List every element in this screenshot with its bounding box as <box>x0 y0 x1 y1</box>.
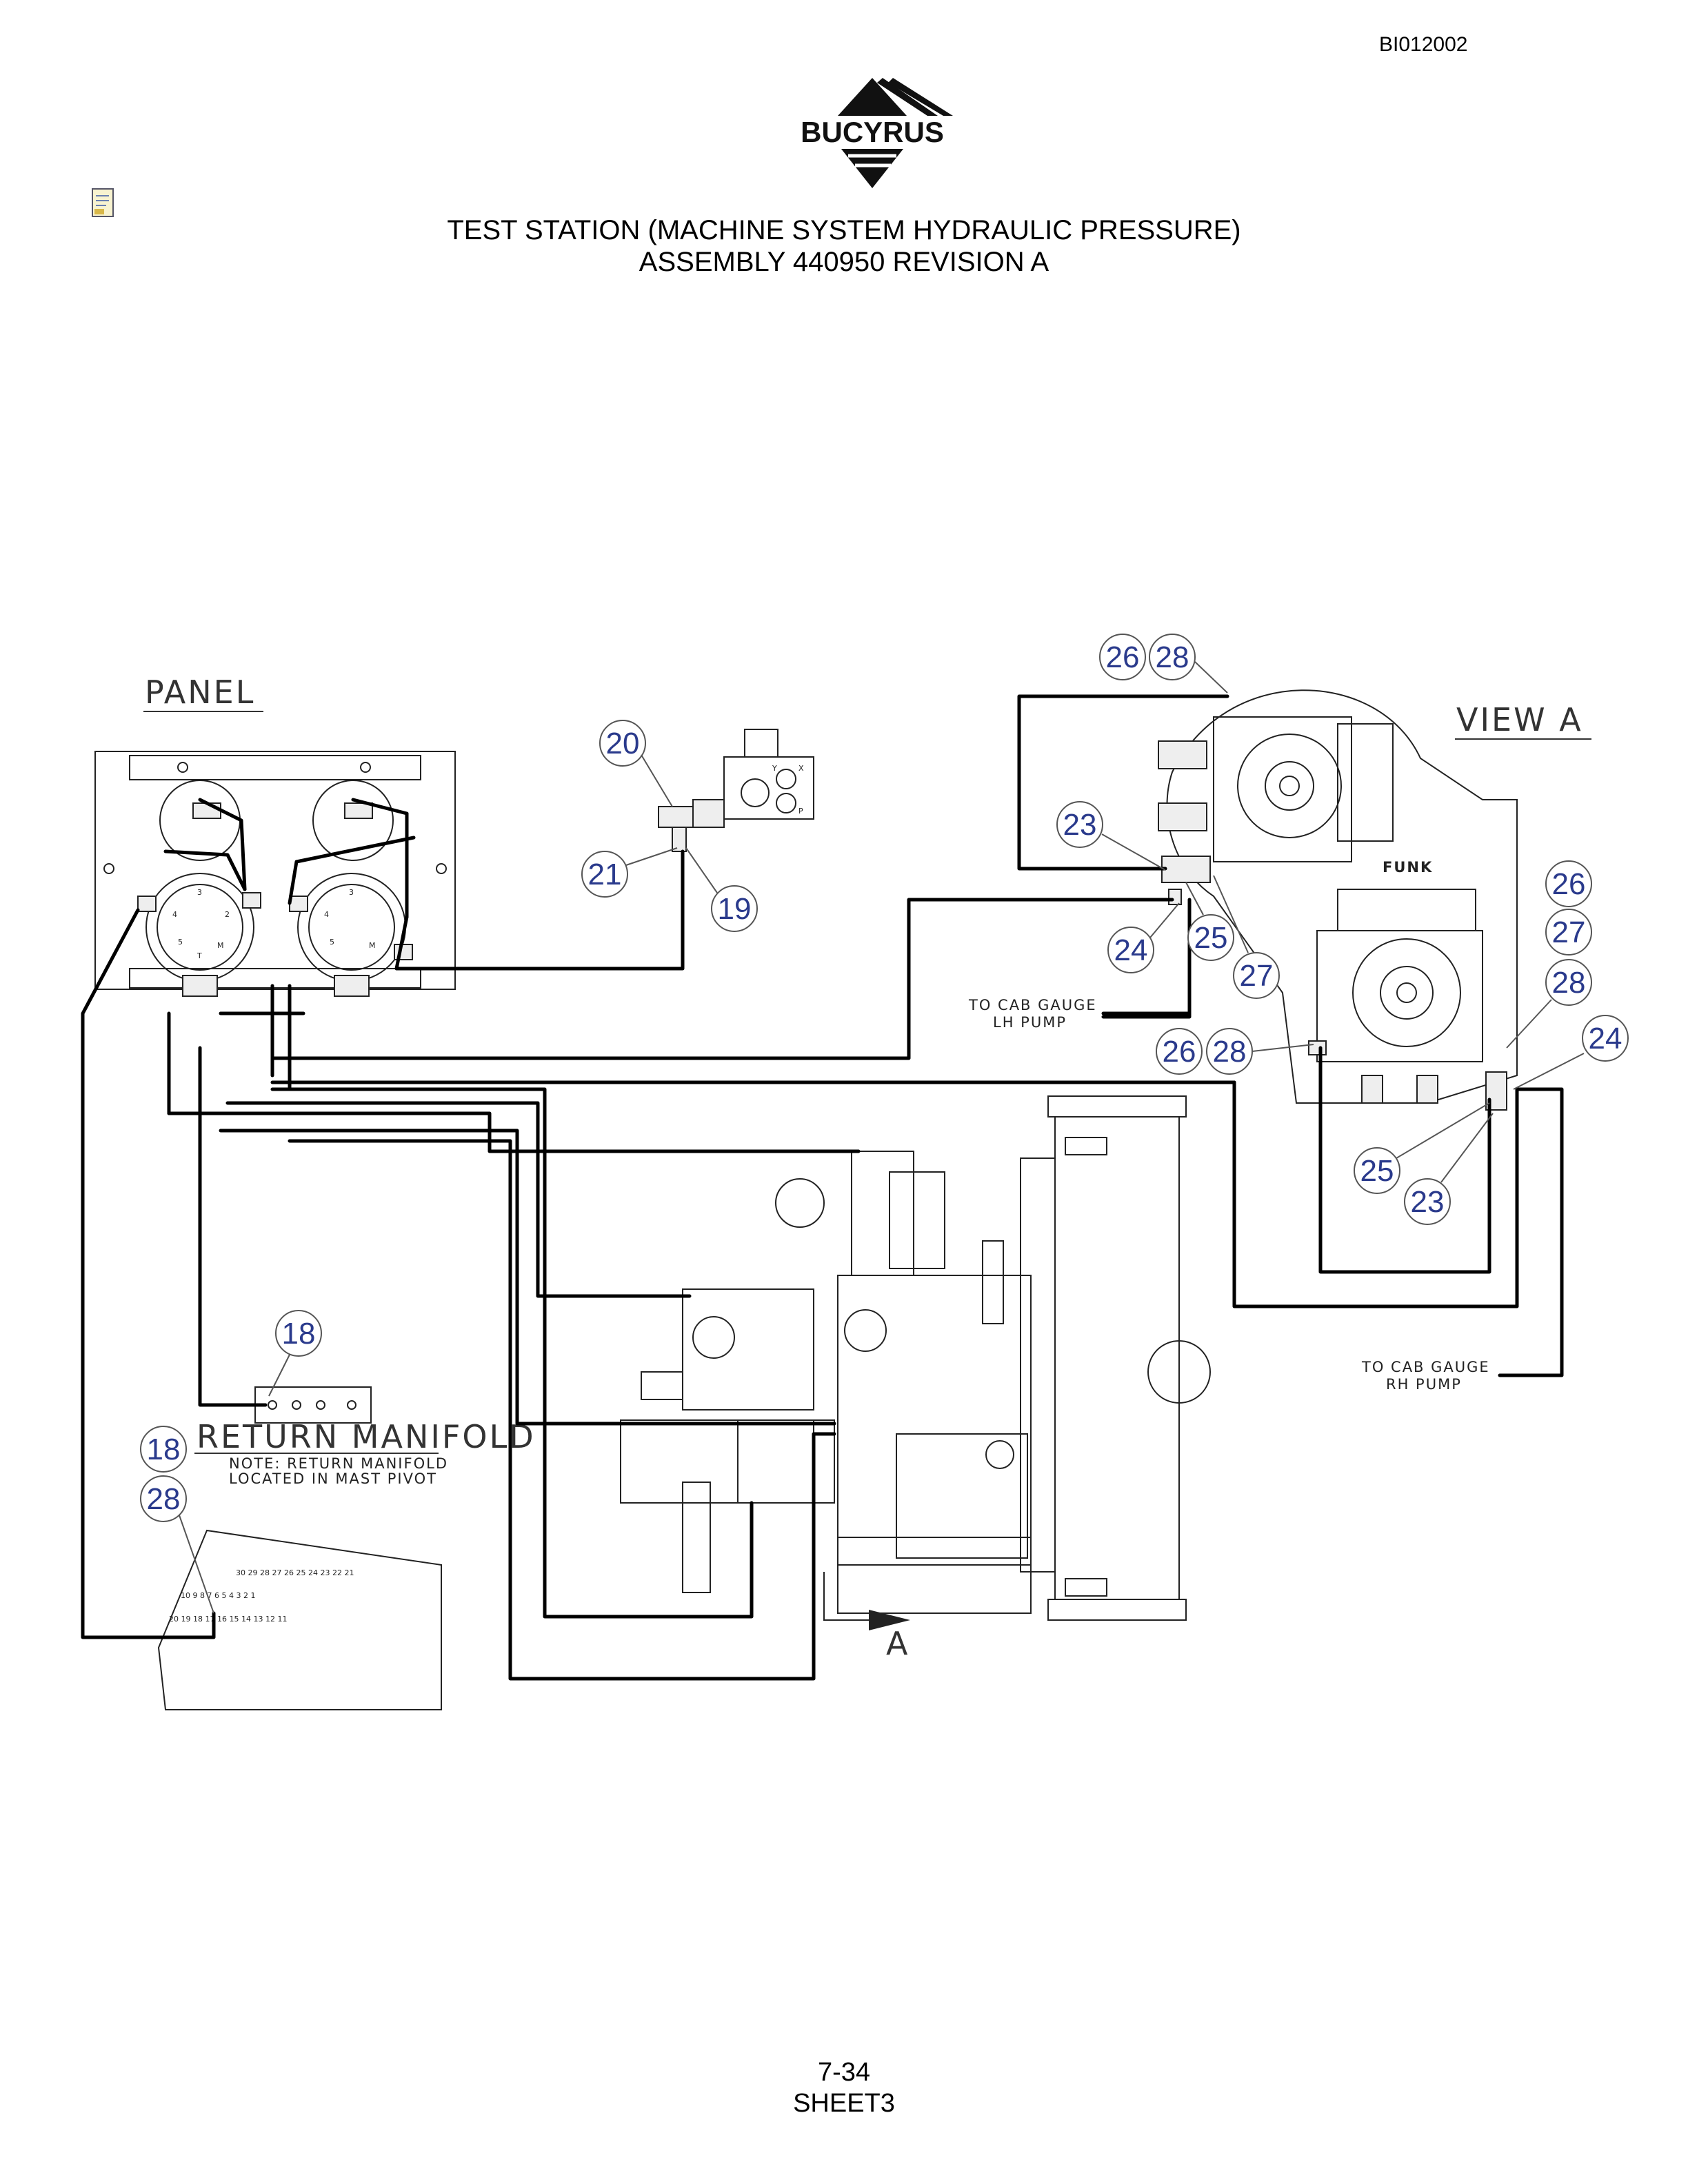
port-y-label: Y <box>772 764 777 773</box>
lh-note-line1: TO CAB GAUGE <box>968 997 1097 1013</box>
callout-21: 21 <box>588 858 622 891</box>
callout-28-right: 28 <box>1552 966 1586 1000</box>
shutoff-valve-assembly: Y X P <box>658 729 814 852</box>
return-manifold: RETURN MANIFOLD NOTE: RETURN MANIFOLD LO… <box>194 1386 536 1487</box>
svg-text:2: 2 <box>225 910 230 919</box>
svg-text:5: 5 <box>178 938 183 947</box>
callout-26-mid: 26 <box>1163 1035 1196 1069</box>
callout-25-upper: 25 <box>1194 921 1228 955</box>
callout-18-note: 18 <box>147 1433 181 1466</box>
callout-24-right: 24 <box>1589 1022 1622 1055</box>
callout-26-right: 26 <box>1552 867 1586 901</box>
svg-text:M: M <box>217 941 224 950</box>
gauge-panel: PANEL 3 2 4 5 T M 3 <box>94 674 456 997</box>
logo-wordmark: BUCYRUS <box>801 116 944 148</box>
svg-text:T: T <box>197 951 202 960</box>
terminal-row3: 20 19 18 17 16 15 14 13 12 11 <box>169 1615 287 1624</box>
manifold-note-line2: LOCATED IN MAST PIVOT <box>229 1470 437 1487</box>
document-id: BI012002 <box>1379 33 1468 56</box>
svg-text:M: M <box>369 941 376 950</box>
callout-28-mid: 28 <box>1213 1035 1247 1069</box>
terminal-strip: 30 29 28 27 26 25 24 23 22 21 10 9 8 7 6… <box>157 1529 442 1710</box>
port-x-label: X <box>798 764 804 773</box>
rh-note-line2: RH PUMP <box>1386 1376 1462 1393</box>
funk-label: FUNK <box>1383 859 1433 876</box>
document-note-icon[interactable] <box>90 188 117 219</box>
callout-20: 20 <box>606 727 640 760</box>
assembly-subtitle: ASSEMBLY 440950 REVISION A <box>639 247 1049 277</box>
cab-gauge-notes: TO CAB GAUGE LH PUMP TO CAB GAUGE RH PUM… <box>968 997 1490 1393</box>
left-selector-valve: 3 2 4 5 T M <box>137 873 261 997</box>
sheet-label: SHEET3 <box>793 2089 895 2118</box>
main-pump-assembly <box>620 1095 1211 1621</box>
callout-leaders <box>179 661 1585 1614</box>
callout-balloons <box>140 634 1629 1522</box>
svg-text:3: 3 <box>349 888 354 897</box>
view-a-label: VIEW A <box>1456 701 1583 738</box>
svg-text:3: 3 <box>197 888 202 897</box>
callout-28-top: 28 <box>1156 640 1189 674</box>
bucyrus-logo: BUCYRUS <box>783 78 962 188</box>
callout-19: 19 <box>718 892 752 926</box>
callout-27-right: 27 <box>1552 916 1586 949</box>
svg-text:4: 4 <box>324 910 329 919</box>
drawing-title: TEST STATION (MACHINE SYSTEM HYDRAULIC P… <box>447 215 1241 245</box>
terminal-row2: 10 9 8 7 6 5 4 3 2 1 <box>181 1591 255 1600</box>
section-arrow-label: A <box>886 1625 910 1662</box>
port-p-label: P <box>798 807 803 816</box>
callout-18-manifold: 18 <box>282 1317 316 1351</box>
section-arrow-a: A <box>823 1572 910 1662</box>
svg-text:5: 5 <box>330 938 334 947</box>
callout-25-lower: 25 <box>1360 1154 1394 1188</box>
callout-23-lower: 23 <box>1411 1185 1445 1219</box>
panel-label: PANEL <box>145 674 255 711</box>
callout-23-upper: 23 <box>1063 808 1097 842</box>
return-manifold-label: RETURN MANIFOLD <box>197 1418 536 1455</box>
lh-note-line2: LH PUMP <box>993 1014 1067 1031</box>
terminal-row1: 30 29 28 27 26 25 24 23 22 21 <box>236 1568 354 1577</box>
callout-numbers: 20 21 19 26 28 23 24 25 27 26 27 28 24 2… <box>147 640 1622 1516</box>
right-selector-valve: 3 4 5 M <box>289 873 413 997</box>
svg-text:4: 4 <box>172 910 177 919</box>
rh-note-line1: TO CAB GAUGE <box>1361 1359 1490 1375</box>
hydraulic-hoses <box>81 694 1564 1681</box>
manifold-note-line1: NOTE: RETURN MANIFOLD <box>229 1455 448 1472</box>
callout-24-upper: 24 <box>1114 933 1148 967</box>
callout-28-terminal: 28 <box>147 1482 181 1516</box>
callout-27-upper: 27 <box>1240 959 1274 993</box>
callout-26-top: 26 <box>1106 640 1140 674</box>
page-number: 7-34 <box>817 2058 871 2087</box>
